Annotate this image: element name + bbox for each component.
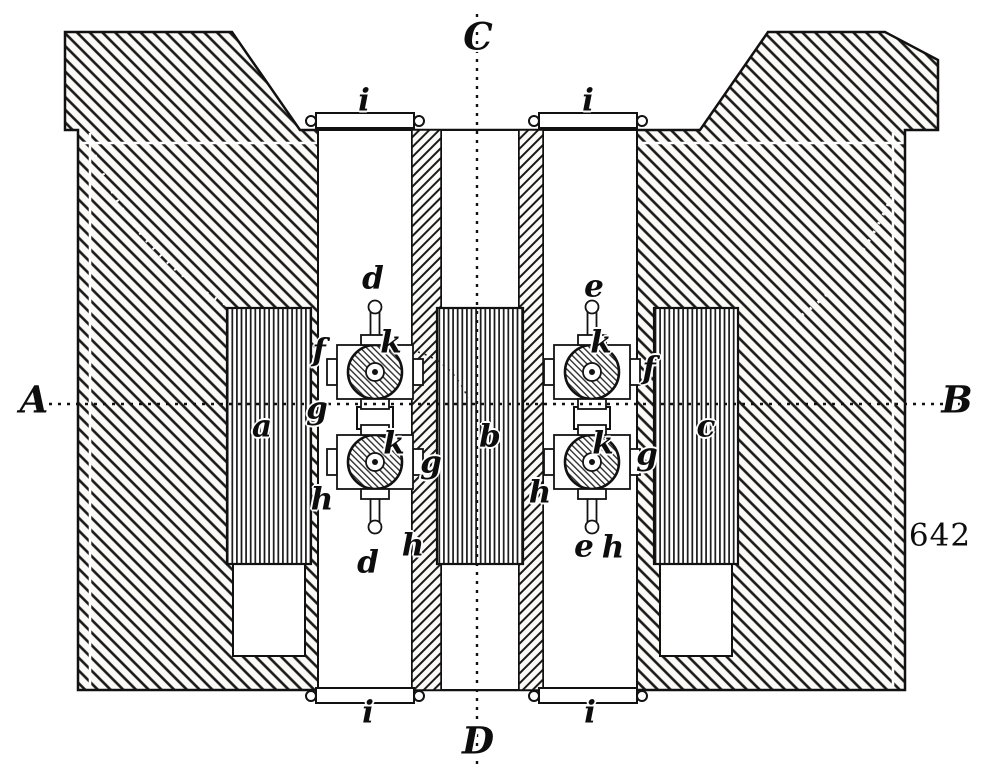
- column-b-shape: [435, 306, 525, 566]
- label-h-left: h: [310, 481, 334, 518]
- label-f-left: f: [312, 332, 326, 369]
- label-h-right: h: [528, 474, 552, 511]
- label-k-lower-left: k: [383, 425, 405, 462]
- clamp-bottom-right: [528, 687, 648, 704]
- label-k-upper-left: k: [380, 324, 402, 361]
- label-k-lower-right: k: [592, 425, 614, 462]
- label-column-c: c: [696, 408, 716, 445]
- clamps: [305, 112, 648, 704]
- clamp-bottom-left: [305, 687, 425, 704]
- label-f-right: f: [642, 350, 656, 387]
- label-column-b: b: [479, 418, 501, 455]
- label-i-top-right: i: [582, 82, 594, 119]
- label-axis-d: D: [461, 718, 495, 763]
- label-e-top: e: [584, 268, 604, 305]
- gear-lower-left: [325, 423, 425, 501]
- label-i-bottom-right: i: [584, 694, 596, 731]
- label-d-top: d: [362, 260, 384, 297]
- label-d-bottom: d: [357, 544, 379, 581]
- label-i-top-left: i: [358, 82, 370, 119]
- pedestals: [232, 561, 733, 657]
- label-k-upper-right: k: [590, 324, 612, 361]
- leader-dotted-curve: [417, 351, 469, 399]
- columns: [225, 306, 740, 566]
- label-e-bottom: e: [574, 528, 594, 565]
- label-g-right: g: [636, 436, 658, 473]
- clamp-top-right: [528, 112, 648, 129]
- gear-upper-left: [325, 333, 425, 411]
- clamp-top-left: [305, 112, 425, 129]
- label-column-a: a: [251, 408, 273, 445]
- column-a-shape: [225, 306, 313, 566]
- label-axis-b: B: [941, 377, 973, 422]
- label-axis-a: A: [19, 377, 49, 422]
- column-c-shape: [652, 306, 740, 566]
- label-axis-c: C: [463, 14, 493, 59]
- label-h-right-lower: h: [601, 529, 625, 566]
- spindle-d-bottom: [367, 497, 383, 535]
- label-g-left: g: [306, 390, 328, 427]
- label-i-bottom-left: i: [362, 694, 374, 731]
- figure-number: 642: [908, 517, 972, 554]
- label-h-left-lower: h: [401, 527, 425, 564]
- label-g-center: g: [420, 444, 442, 481]
